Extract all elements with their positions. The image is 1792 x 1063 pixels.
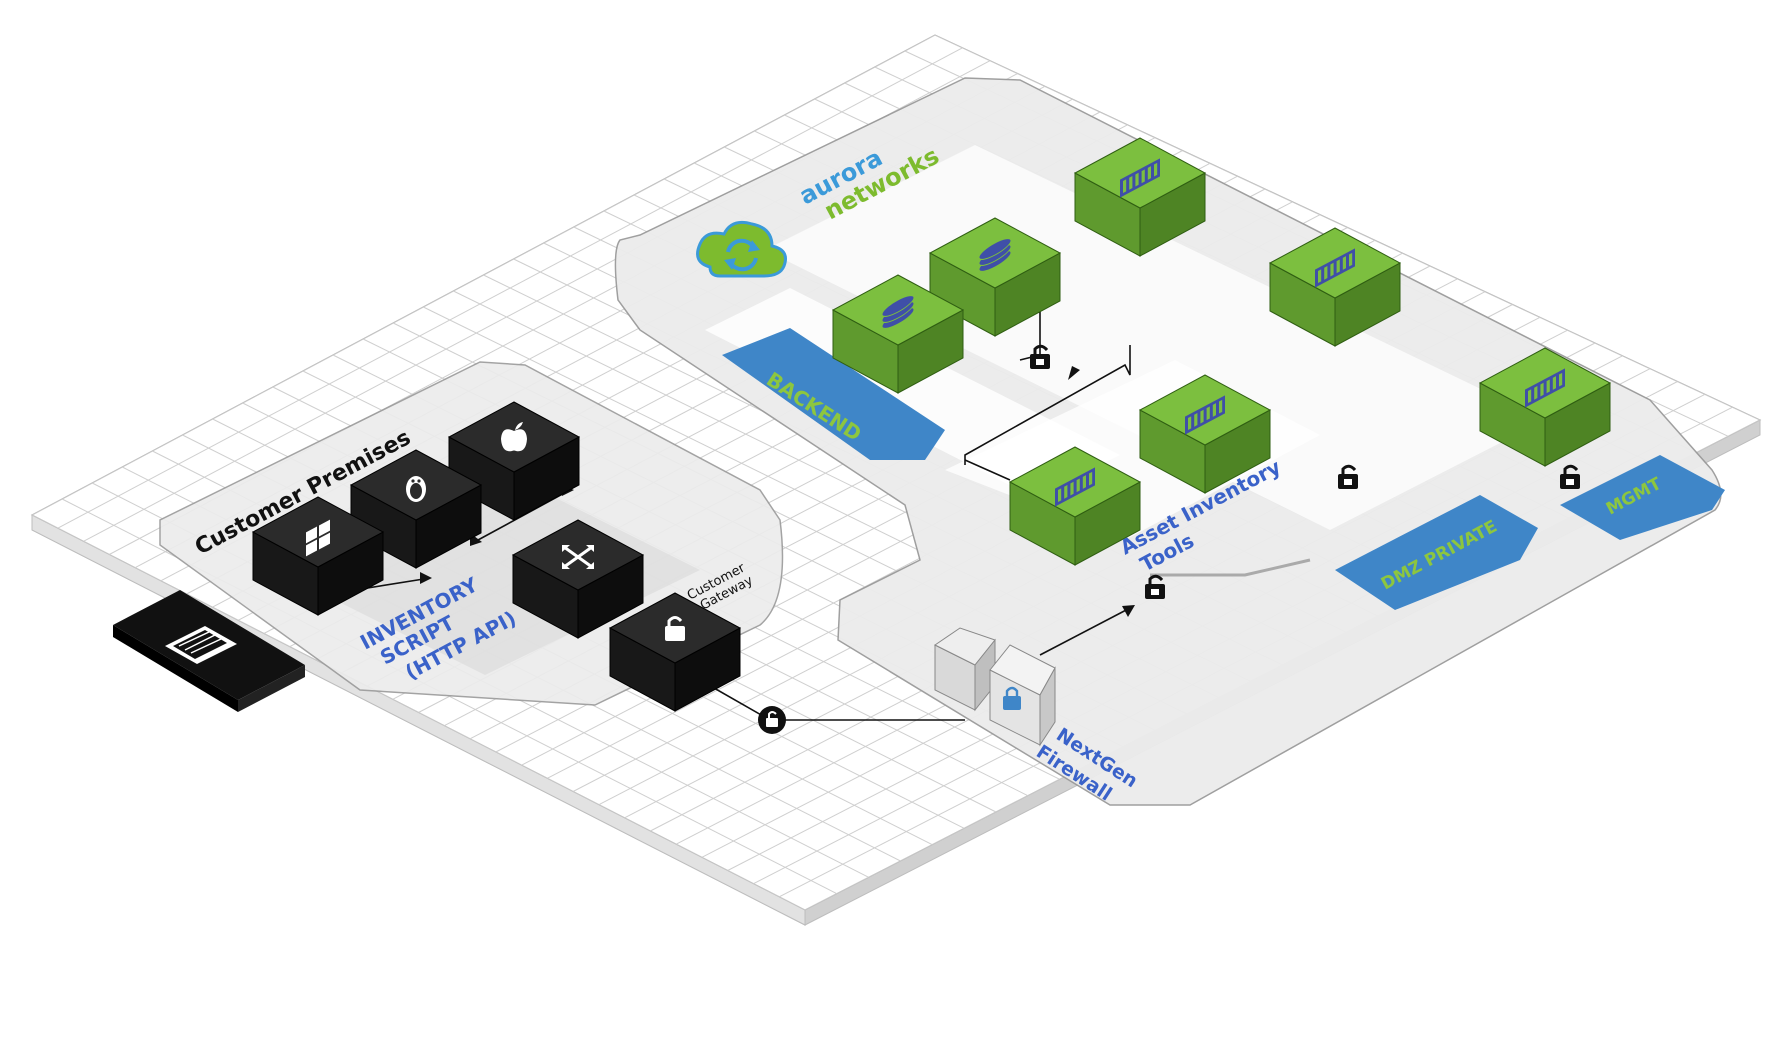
customer-gateway-node [608,592,742,712]
lock-icon [665,616,685,641]
router-node [511,519,645,639]
server-rack-icon [1120,158,1160,198]
lock-icon-tools [1145,574,1165,599]
linux-icon [406,476,426,502]
lock-icon-vpn [758,706,786,734]
lock-markers [758,344,1580,734]
cloud-icon [696,220,787,278]
server-rack-icon [1315,248,1355,288]
asset-tools-node-1 [1008,446,1142,566]
office-building [113,590,305,712]
lock-icon-dmz [1338,464,1358,489]
database-icon [881,295,915,329]
client-windows-node [251,496,385,616]
firewall-left-block [934,627,996,712]
apple-icon [501,422,527,452]
asset-tools-node-2 [1138,374,1272,494]
mgmt-node-top [1073,137,1207,257]
client-linux-node [349,449,483,569]
asset-to-db-link [964,345,1131,465]
mgmt-node-middle [1268,227,1402,347]
server-rack-icon [1525,368,1565,408]
client-apple-node [447,401,581,521]
firewall-icon [1003,686,1021,710]
lock-icon-backend [1030,344,1050,369]
database-icon [978,238,1012,272]
server-rack-icon [1185,395,1225,435]
dmz-private-zone-label: DMZ PRIVATE [1335,495,1538,610]
building-icon [165,626,237,664]
mgmt-zone-label: MGMT [1560,455,1725,540]
firewall-right-block [989,644,1056,747]
backend-db-node-1 [831,274,965,394]
mgmt-node-bottom [1478,347,1612,467]
server-rack-icon [1055,467,1095,507]
firewall-to-tools [1039,607,1131,656]
router-icon [562,545,594,569]
green-nodes [831,137,1612,566]
tools-backend-link [964,459,1011,481]
backend-db-node-2 [928,217,1062,337]
lock-icon-mgmt [1560,464,1580,489]
dark-nodes [251,401,742,712]
windows-icon [306,519,330,557]
